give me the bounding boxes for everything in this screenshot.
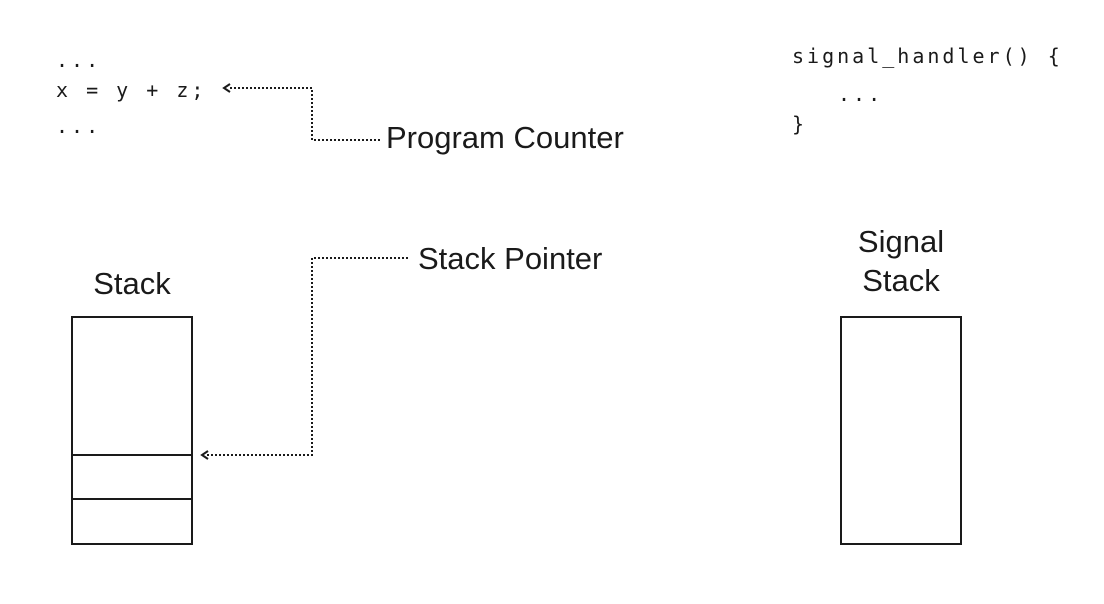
signal-stack-label-line1: Signal — [857, 224, 945, 259]
stack-box — [71, 316, 193, 545]
signal-stack-label-line2: Stack — [862, 263, 940, 298]
stack-pointer-dotted-line — [206, 257, 408, 456]
program-counter-label: Program Counter — [386, 120, 624, 155]
signal-stack-box — [840, 316, 962, 545]
program-ellipsis-bottom: ... — [56, 114, 102, 138]
signal-handler-closing: } — [792, 112, 808, 136]
stack-pointer-arrow — [200, 257, 408, 460]
signal-handler-body: ... — [838, 82, 884, 106]
stack-label: Stack — [93, 266, 171, 301]
signal-handler-signature: signal_handler() { — [792, 44, 1063, 68]
program-statement: x = y + z; — [56, 78, 207, 102]
stack-pointer-arrowhead-icon — [200, 450, 209, 460]
stack-pointer-label: Stack Pointer — [418, 241, 603, 276]
program-counter-dotted-line — [228, 87, 380, 141]
program-counter-arrow — [222, 83, 380, 141]
stack-outline — [71, 316, 193, 545]
program-counter-arrowhead-icon — [222, 83, 231, 93]
program-ellipsis-top: ... — [56, 48, 102, 72]
